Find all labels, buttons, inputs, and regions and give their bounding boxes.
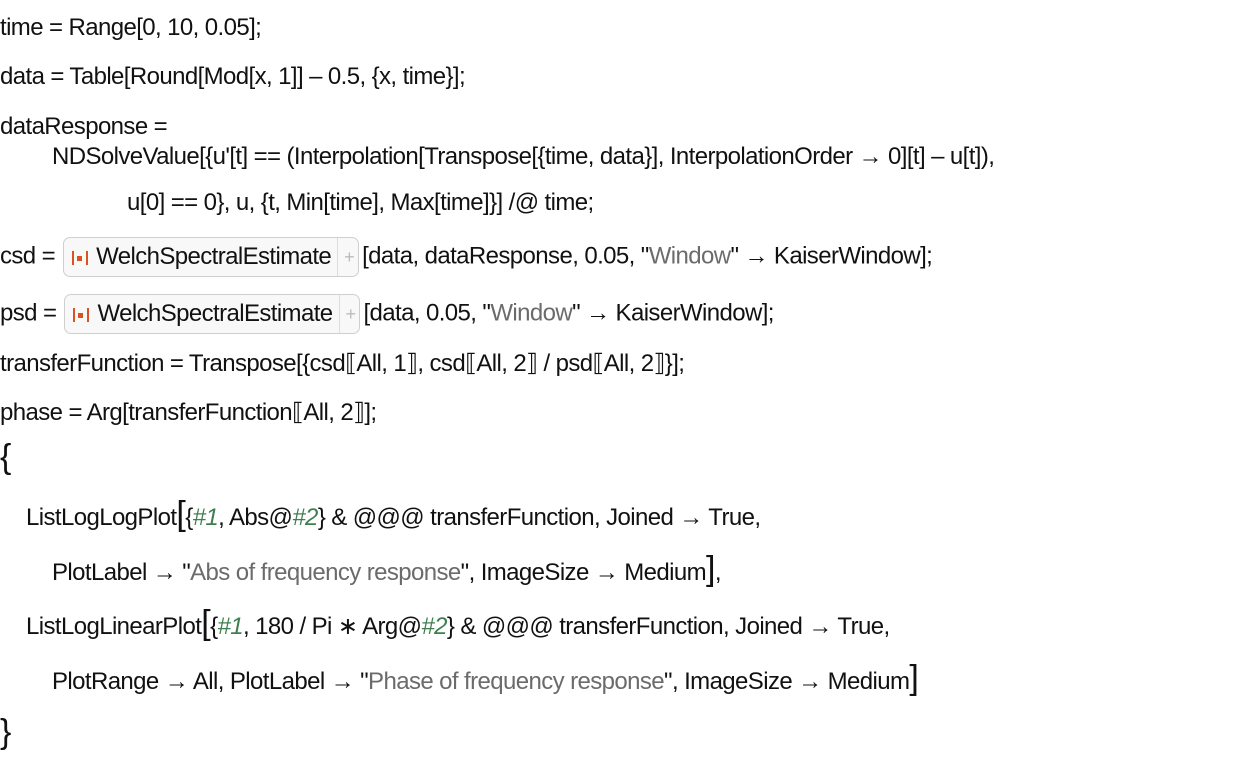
code-line: u[0] == 0}, u, {t, Min[time], Max[time]}… bbox=[127, 186, 594, 220]
code-text: transferFunction = Transpose[{csd⟦All, 1… bbox=[0, 350, 685, 377]
string-literal: Window bbox=[490, 299, 573, 327]
code-text: ", ImageSize → Medium bbox=[460, 559, 707, 586]
bracket: ] bbox=[706, 550, 715, 588]
code-text: u[0] == 0}, u, {t, Min[time], Max[time]}… bbox=[127, 189, 594, 216]
slot-symbol: #2 bbox=[292, 504, 318, 531]
code-text: phase = Arg[transferFunction⟦All, 2⟧]; bbox=[0, 399, 377, 426]
code-line: transferFunction = Transpose[{csd⟦All, 1… bbox=[0, 347, 685, 381]
bracket: } bbox=[0, 713, 11, 751]
code-text: data = Table[Round[Mod[x, 1]] – 0.5, {x,… bbox=[0, 63, 466, 90]
code-text: } & @@@ transferFunction, Joined → True, bbox=[446, 613, 890, 640]
code-text: } & @@@ transferFunction, Joined → True, bbox=[317, 504, 761, 531]
expand-plus-icon[interactable]: + bbox=[338, 295, 356, 333]
string-literal: Abs of frequency response bbox=[190, 559, 461, 586]
expand-plus-icon[interactable]: + bbox=[337, 238, 355, 276]
resource-function-box[interactable]: WelchSpectralEstimate+ bbox=[64, 294, 361, 334]
code-line: dataResponse = bbox=[0, 110, 168, 144]
code-line: csd = WelchSpectralEstimate+[data, dataR… bbox=[0, 237, 933, 277]
code-line: data = Table[Round[Mod[x, 1]] – 0.5, {x,… bbox=[0, 60, 466, 94]
code-line: psd = WelchSpectralEstimate+[data, 0.05,… bbox=[0, 294, 774, 334]
resource-function-box[interactable]: WelchSpectralEstimate+ bbox=[63, 237, 360, 277]
code-line: NDSolveValue[{u'[t] == (Interpolation[Tr… bbox=[52, 140, 995, 174]
code-text: " → KaiserWindow]; bbox=[572, 299, 774, 327]
resource-function-icon bbox=[73, 308, 90, 322]
code-line: { bbox=[0, 440, 11, 478]
code-line: ListLogLogPlot[{#1, Abs@#2} & @@@ transf… bbox=[26, 495, 761, 535]
code-text: { bbox=[210, 613, 218, 640]
code-text: { bbox=[185, 504, 193, 531]
bracket: { bbox=[0, 438, 11, 476]
code-text: PlotLabel → " bbox=[52, 559, 191, 586]
code-text: PlotRange → All, PlotLabel → " bbox=[52, 668, 369, 695]
code-text: time = Range[0, 10, 0.05]; bbox=[0, 14, 262, 41]
code-line: time = Range[0, 10, 0.05]; bbox=[0, 11, 262, 45]
slot-symbol: #1 bbox=[217, 613, 244, 640]
bracket: [ bbox=[176, 495, 186, 533]
slot-symbol: #1 bbox=[192, 504, 219, 531]
code-line: PlotLabel → "Abs of frequency response",… bbox=[52, 550, 722, 590]
code-line: PlotRange → All, PlotLabel → "Phase of f… bbox=[52, 659, 919, 699]
code-text: , bbox=[714, 559, 722, 586]
code-text: dataResponse = bbox=[0, 113, 168, 140]
code-text: " → KaiserWindow]; bbox=[730, 242, 933, 270]
bracket: [ bbox=[201, 604, 211, 642]
code-text: , Abs@ bbox=[218, 504, 293, 531]
code-line: } bbox=[0, 715, 11, 753]
resource-function-name: WelchSpectralEstimate bbox=[96, 243, 332, 270]
code-text: , 180 / Pi ∗ Arg@ bbox=[243, 613, 422, 640]
code-text: ", ImageSize → Medium bbox=[664, 668, 910, 695]
resource-function-icon bbox=[72, 251, 89, 265]
code-text: [data, dataResponse, 0.05, " bbox=[362, 242, 649, 270]
string-literal: Window bbox=[648, 242, 731, 270]
code-text: ListLogLogPlot bbox=[26, 504, 177, 531]
code-text: [data, 0.05, " bbox=[363, 299, 491, 327]
code-text: csd = bbox=[0, 242, 62, 270]
resource-function-name: WelchSpectralEstimate bbox=[97, 300, 333, 327]
code-line: phase = Arg[transferFunction⟦All, 2⟧]; bbox=[0, 396, 377, 430]
code-text: psd = bbox=[0, 299, 63, 327]
code-text: NDSolveValue[{u'[t] == (Interpolation[Tr… bbox=[52, 143, 995, 170]
slot-symbol: #2 bbox=[421, 613, 447, 640]
bracket: ] bbox=[909, 659, 919, 697]
code-line: ListLogLinearPlot[{#1, 180 / Pi ∗ Arg@#2… bbox=[26, 606, 890, 644]
code-text: ListLogLinearPlot bbox=[26, 613, 202, 640]
string-literal: Phase of frequency response bbox=[368, 668, 665, 695]
